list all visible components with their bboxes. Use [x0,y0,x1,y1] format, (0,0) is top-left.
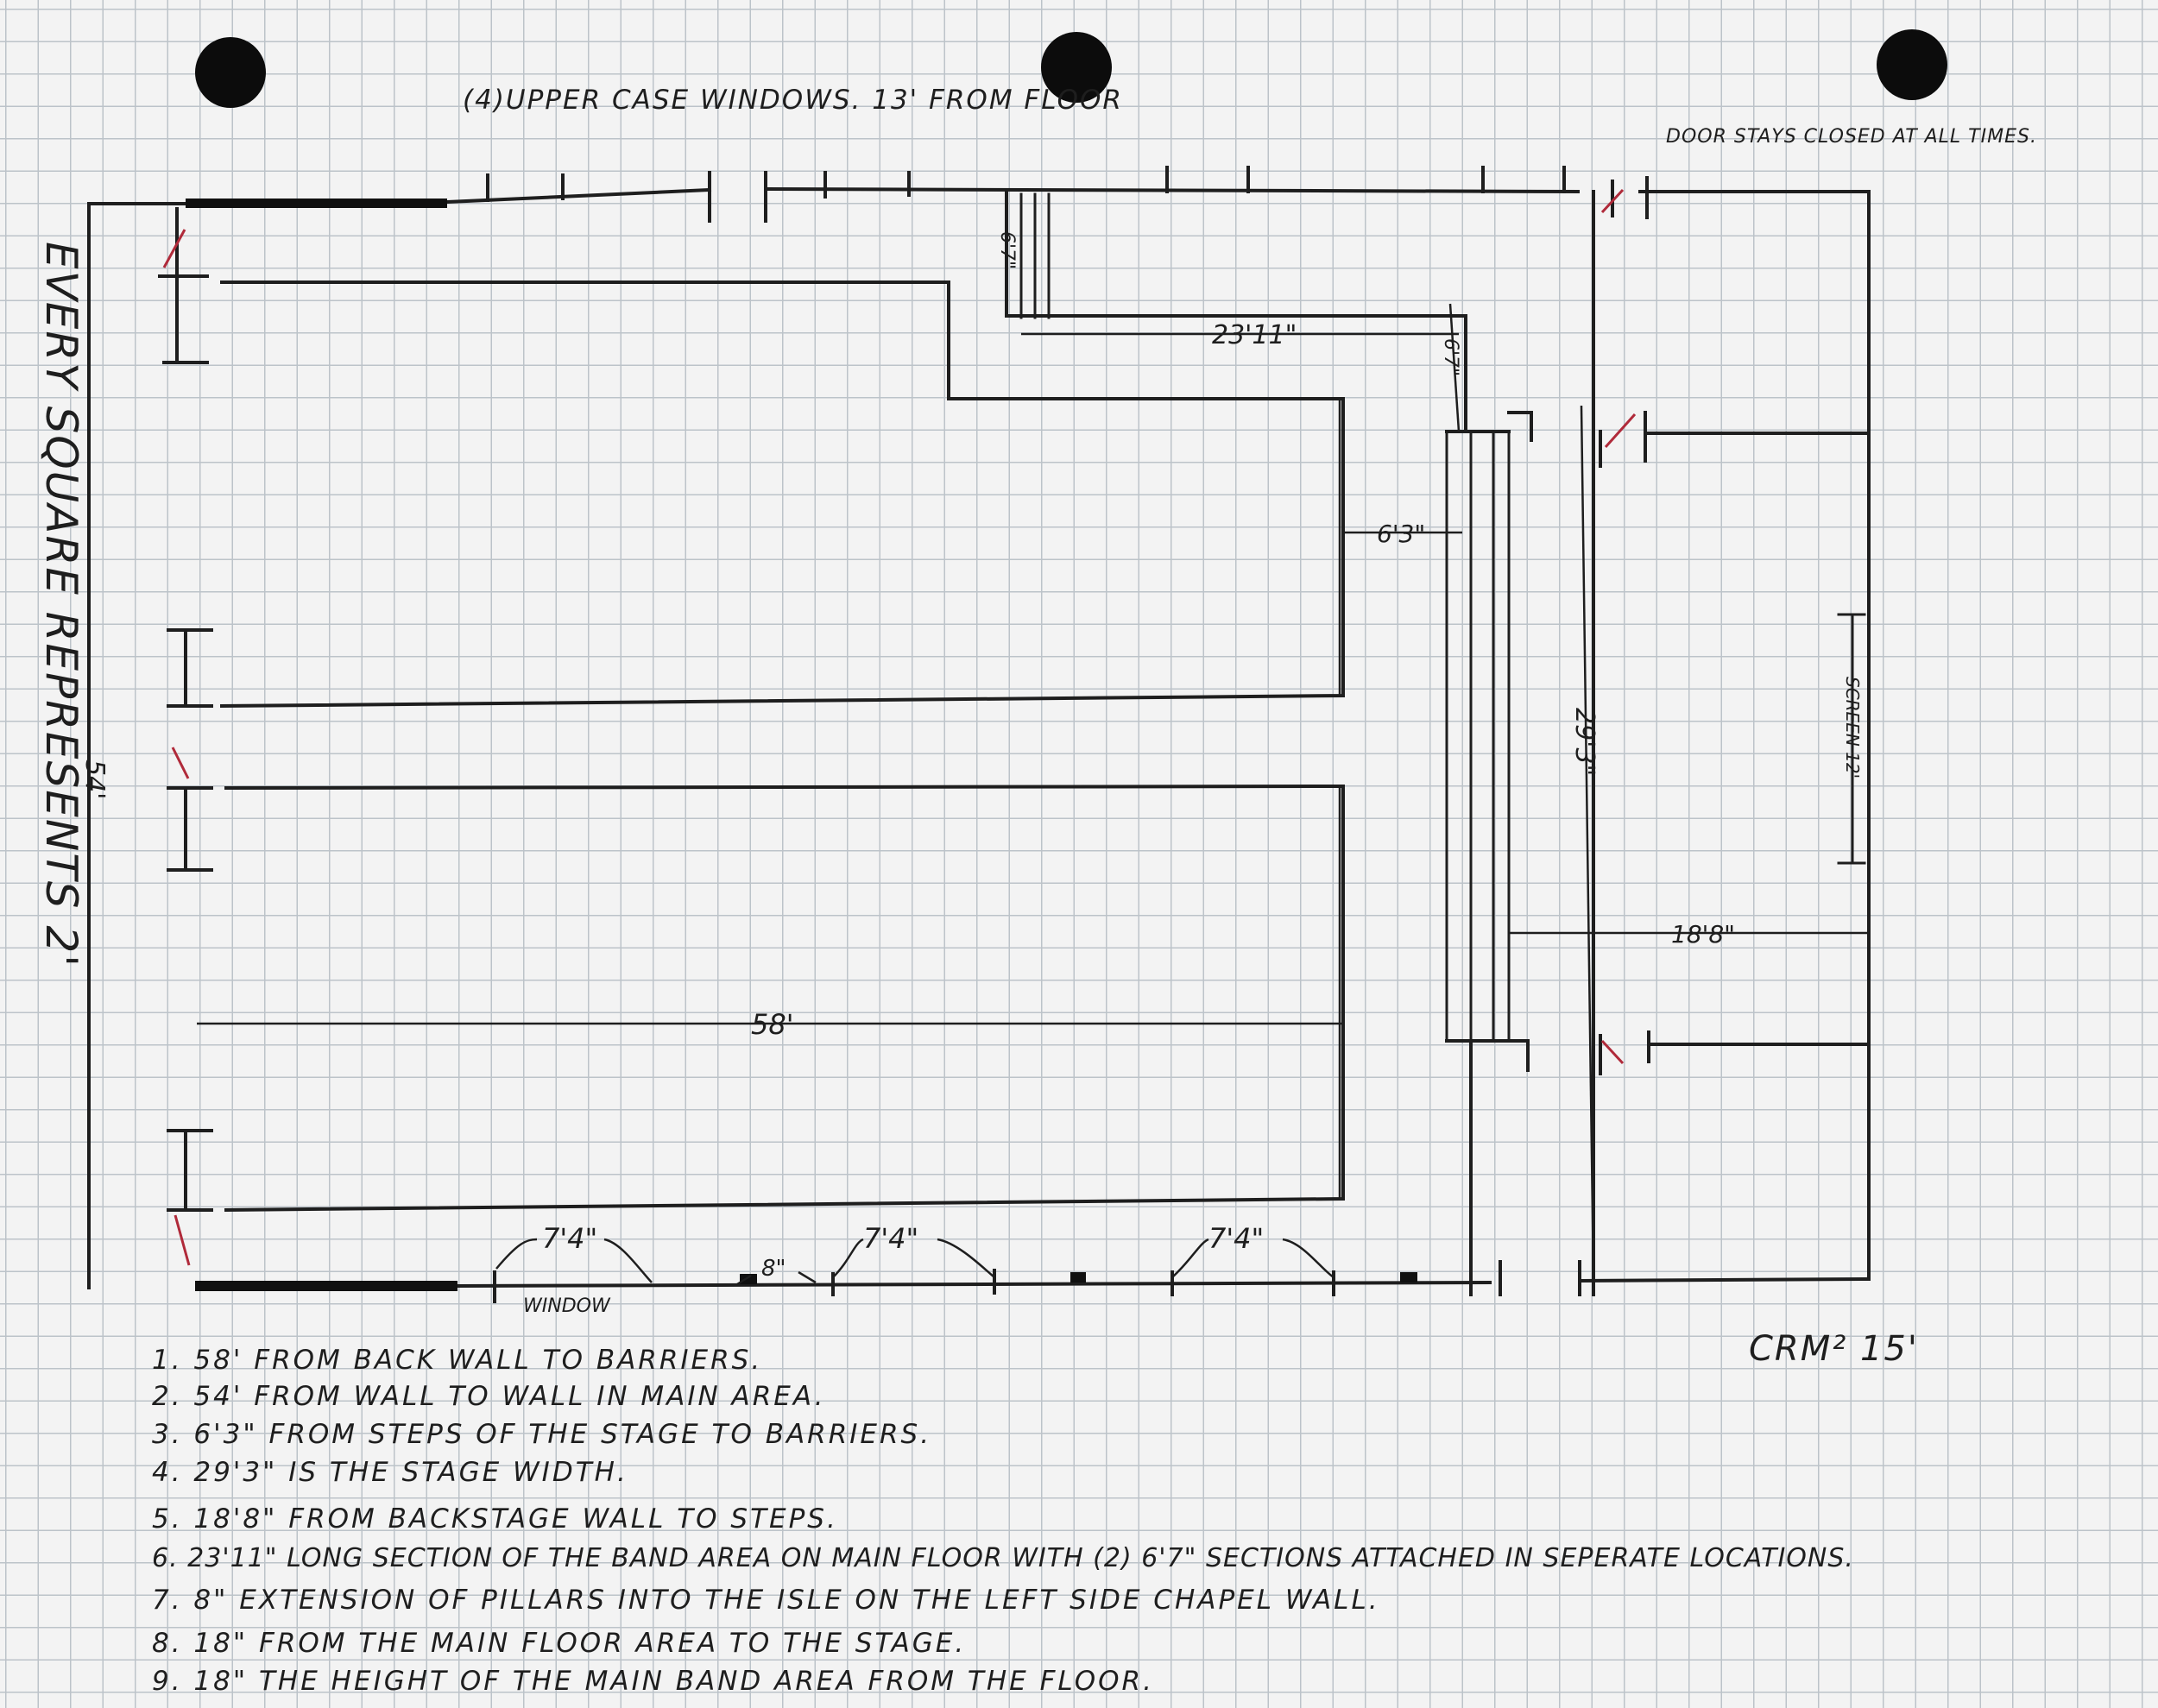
dim-band-step-side: 6'7" [1440,338,1461,376]
note-3: 3. 6'3" FROM STEPS OF THE STAGE TO BARRI… [152,1419,932,1450]
band-area-outline [220,190,1467,697]
punch-hole-left [195,37,266,108]
dim-overall-height: 54' [79,759,110,799]
note-1: 1. 58' FROM BACK WALL TO BARRIERS. [152,1345,763,1376]
note-2: 2. 54' FROM WALL TO WALL IN MAIN AREA. [152,1381,826,1412]
band-steps-top [1019,192,1051,319]
dim-window-b: 7'4" [863,1222,918,1255]
dim-window-a: 7'4" [542,1222,597,1255]
dim-window-c: 7'4" [1208,1222,1264,1255]
dim-band-section: 23'11" [1212,320,1297,350]
punch-hole-center [1041,32,1112,103]
dim-window-label: WINDOW [523,1295,611,1317]
top-wall-c [763,186,1581,194]
dim-hall-length: 58' [751,1008,794,1041]
top-wall-b [445,187,712,205]
door-note: DOOR STAYS CLOSED AT ALL TIMES. [1666,126,2037,148]
note-9: 9. 18" THE HEIGHT OF THE MAIN BAND AREA … [152,1666,1154,1697]
dim-backstage: 18'8" [1671,920,1735,949]
signature: CRM² 15' [1749,1329,1919,1369]
dim-pillar: 8" [761,1256,786,1282]
dim-stage-width: 29'3" [1569,708,1600,776]
stage-steps [1445,430,1511,1043]
dim-band-step-top: 6'7" [996,231,1018,269]
bottom-wall-a [455,1280,1492,1289]
note-4: 4. 29'3" IS THE STAGE WIDTH. [152,1457,628,1488]
screen [1837,613,1866,865]
note-5: 5. 18'8" FROM BACKSTAGE WALL TO STEPS. [152,1503,838,1535]
punch-hole-right [1877,29,1947,100]
dim-screen: SCREEN 12' [1842,677,1863,778]
note-7: 7. 8" EXTENSION OF PILLARS INTO THE ISLE… [152,1585,1380,1616]
bottom-wall-b [1577,1276,1871,1283]
note-6: 6. 23'11" LONG SECTION OF THE BAND AREA … [152,1543,1854,1573]
windows-note: (4)UPPER CASE WINDOWS. 13' FROM FLOOR [463,85,1123,116]
note-8: 8. 18" FROM THE MAIN FLOOR AREA TO THE S… [152,1628,967,1659]
seating-block-lower [224,784,1345,1213]
dim-steps-gap: 6'3" [1377,520,1425,548]
